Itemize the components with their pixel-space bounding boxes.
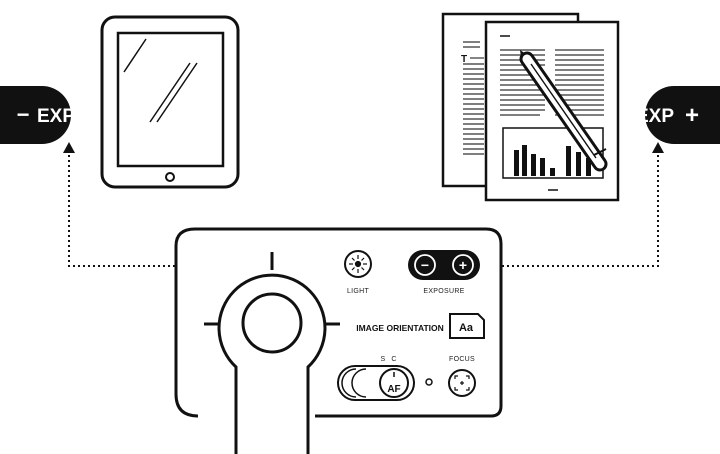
exposure-plus-button[interactable]: + xyxy=(452,254,474,276)
switch-c-label: C xyxy=(391,356,396,363)
exposure-minus-sign: − xyxy=(421,257,429,273)
exp-plus-button[interactable]: EXP + xyxy=(636,86,720,144)
focus-icon xyxy=(454,375,470,391)
exp-minus-button[interactable]: − EXP xyxy=(0,86,75,144)
tablet-icon xyxy=(100,15,240,189)
image-orientation-button[interactable]: Aa xyxy=(449,313,485,339)
camera-lens xyxy=(241,292,303,354)
document-icon: T xyxy=(441,12,620,202)
af-label: AF xyxy=(387,384,400,395)
light-label: LIGHT xyxy=(347,288,370,295)
exposure-control: − + xyxy=(408,250,480,280)
af-mode-switch[interactable]: AF xyxy=(337,365,415,401)
focus-button[interactable] xyxy=(448,369,476,397)
orientation-icon-text: Aa xyxy=(459,322,474,334)
switch-s-label: S xyxy=(381,356,386,363)
pen-icon xyxy=(519,50,608,172)
connector-right xyxy=(480,150,659,267)
document-letter: T xyxy=(461,54,467,65)
camera-head xyxy=(204,252,340,454)
exposure-label: EXPOSURE xyxy=(423,288,464,295)
arrowhead-left xyxy=(63,142,75,153)
focus-label: FOCUS xyxy=(449,356,475,363)
arrowhead-right xyxy=(652,142,664,153)
exp-minus-sign: − xyxy=(17,102,30,127)
orientation-icon xyxy=(449,313,485,339)
exp-plus-sign: + xyxy=(685,102,699,129)
light-icon xyxy=(349,255,367,273)
exposure-plus-sign: + xyxy=(459,257,467,273)
light-button[interactable] xyxy=(344,250,372,278)
exp-plus-label: EXP xyxy=(636,106,674,127)
status-indicator xyxy=(425,378,433,386)
exposure-minus-button[interactable]: − xyxy=(414,254,436,276)
exp-minus-label: EXP xyxy=(37,106,75,127)
image-orientation-label: IMAGE ORIENTATION xyxy=(356,323,444,333)
